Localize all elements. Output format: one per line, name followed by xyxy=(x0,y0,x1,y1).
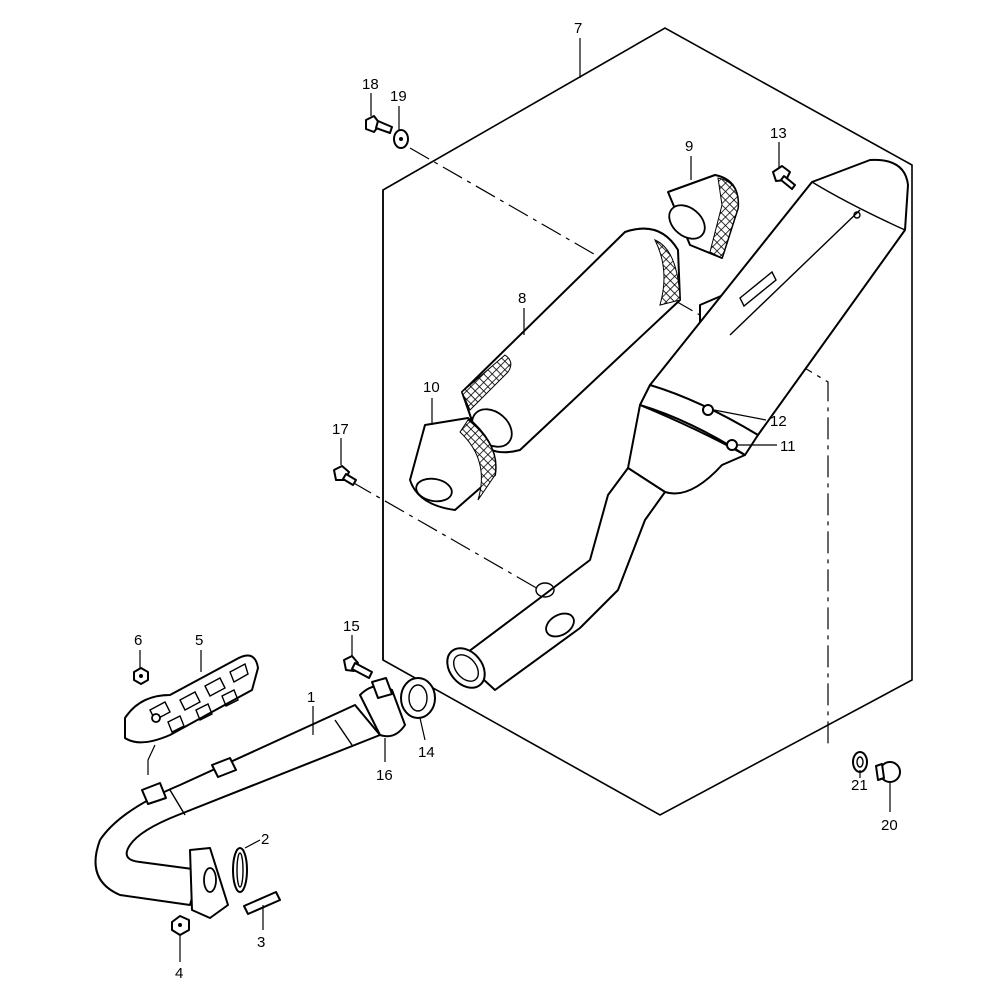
front-cap-mesh xyxy=(459,419,497,501)
callout-5: 5 xyxy=(195,632,203,649)
callout-16: 16 xyxy=(376,767,393,784)
bolt-17 xyxy=(333,465,357,486)
callout-17: 17 xyxy=(332,421,349,438)
link-pipe-cutout xyxy=(545,612,575,638)
bolt-18 xyxy=(365,115,393,134)
heat-shield-leader xyxy=(147,744,156,775)
washer-21 xyxy=(852,751,868,773)
bolt-18-shank xyxy=(375,120,393,134)
callout-18: 18 xyxy=(362,76,379,93)
muffler-assembly xyxy=(446,158,909,691)
gasket-ring-14-inner xyxy=(408,684,428,712)
bolt-20-shank xyxy=(875,763,885,781)
bolt-20 xyxy=(875,761,901,783)
callout-6: 6 xyxy=(134,632,142,649)
end-cap-opening xyxy=(668,204,706,240)
callout-9: 9 xyxy=(685,138,693,155)
muffler-label-plate xyxy=(739,270,777,308)
front-cap-opening xyxy=(415,477,453,503)
heat-shield-5 xyxy=(124,654,259,744)
callout-19: 19 xyxy=(390,88,407,105)
washer-21-inner xyxy=(856,756,864,768)
link-pipe-inlet-inner xyxy=(452,654,480,682)
callout-7: 7 xyxy=(574,20,582,37)
callout-2: 2 xyxy=(261,831,269,848)
callout-1: 1 xyxy=(307,689,315,706)
clamp-16-band xyxy=(359,685,406,738)
clamp-16-bolt-block xyxy=(371,677,393,699)
exhaust-flange-hole xyxy=(203,867,217,893)
heat-shield-vents xyxy=(149,662,249,733)
end-cap-mesh xyxy=(709,177,739,259)
callout-3: 3 xyxy=(257,934,265,951)
exhaust-pipe-hanger xyxy=(141,782,167,805)
clamp-bolt-12 xyxy=(702,404,714,416)
muffler-body xyxy=(649,158,909,436)
callout-21: 21 xyxy=(851,777,868,794)
muffler-link-pipe xyxy=(459,467,666,691)
bolt-13-shank xyxy=(780,175,796,190)
gasket-ring-14 xyxy=(400,677,436,719)
alignment-line-bolt-18 xyxy=(409,147,713,323)
callout-10: 10 xyxy=(423,379,440,396)
bolt-15 xyxy=(343,655,373,679)
stud-3 xyxy=(243,891,281,915)
end-cap-9 xyxy=(667,174,740,259)
callout-13: 13 xyxy=(770,125,787,142)
muffler-body-line xyxy=(729,209,861,336)
front-cap-10 xyxy=(409,417,497,511)
nut-6-hole xyxy=(139,674,143,678)
muffler-end-cap-line xyxy=(811,181,906,231)
clamp-16 xyxy=(359,677,406,738)
callout-14: 14 xyxy=(418,744,435,761)
nut-4-hole xyxy=(178,923,182,927)
exhaust-pipe-1 xyxy=(94,704,381,919)
washer-19-hole xyxy=(399,137,403,141)
exhaust-pipe-tab xyxy=(211,757,237,778)
muffler-front-cone xyxy=(627,404,746,495)
clamp-bolt-11 xyxy=(726,439,738,451)
bolt-15-shank xyxy=(351,662,373,679)
heat-shield-hole xyxy=(151,713,161,723)
callout-15: 15 xyxy=(343,618,360,635)
link-pipe-inlet xyxy=(446,647,486,689)
leader-12 xyxy=(713,409,767,421)
sleeve-mesh-front xyxy=(461,354,512,411)
exhaust-pipe-body xyxy=(94,704,381,906)
leader-14 xyxy=(419,717,426,741)
exhaust-pipe-joint-2 xyxy=(169,789,186,816)
gasket-2-inner xyxy=(236,852,244,888)
callout-8: 8 xyxy=(518,290,526,307)
callout-4: 4 xyxy=(175,965,183,982)
callout-11: 11 xyxy=(780,438,796,455)
callout-12: 12 xyxy=(770,413,787,430)
gasket-2 xyxy=(232,847,248,893)
bolt-13 xyxy=(772,165,796,190)
exhaust-pipe-joint xyxy=(334,719,353,746)
callout-20: 20 xyxy=(881,817,898,834)
muffler-rivet xyxy=(853,211,861,219)
sleeve-mesh-rear xyxy=(653,238,681,306)
bolt-17-shank xyxy=(342,473,357,486)
alignment-line-bolt-17 xyxy=(351,481,541,591)
link-pipe-boss xyxy=(535,582,555,598)
leader-2 xyxy=(244,839,261,849)
